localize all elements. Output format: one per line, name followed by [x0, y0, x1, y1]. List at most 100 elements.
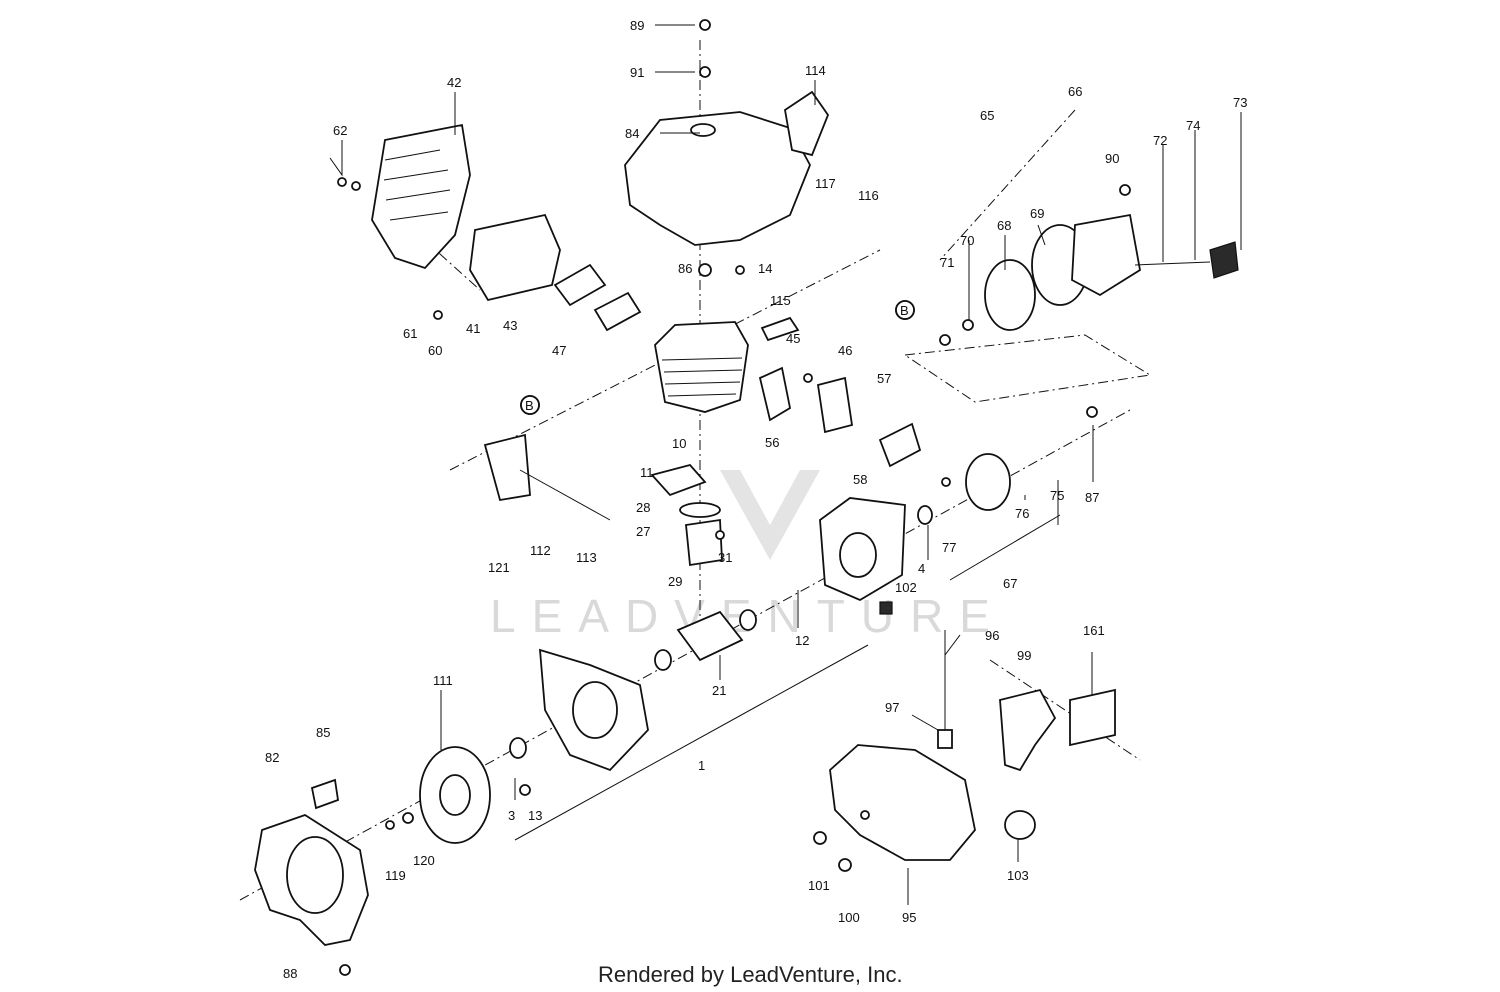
- muffler-part: [469, 213, 561, 302]
- part-56: [758, 366, 792, 422]
- part-label: 66: [1068, 84, 1082, 99]
- fuel-filter-part: [937, 729, 953, 749]
- part-label: 4: [918, 561, 925, 576]
- part-label: 112: [530, 543, 551, 558]
- part-label: 67: [1003, 576, 1017, 591]
- part-label: 86: [678, 261, 692, 276]
- footer-credit: Rendered by LeadVenture, Inc.: [598, 962, 903, 987]
- part-label: 62: [333, 123, 347, 138]
- part-label: 47: [552, 343, 566, 358]
- part-57: [878, 422, 922, 468]
- starter-housing-part: [1071, 213, 1141, 297]
- parts: [254, 90, 1239, 946]
- part-label: 120: [413, 853, 435, 868]
- spark-plug-part: [760, 316, 800, 342]
- base-gasket-part: [650, 463, 707, 497]
- part-label: 45: [786, 331, 800, 346]
- part-label: 75: [1050, 488, 1064, 503]
- part-label: 31: [718, 550, 732, 565]
- part-label: 121: [488, 560, 510, 575]
- part-label: 161: [1083, 623, 1105, 638]
- part-label: 11: [640, 465, 654, 480]
- part-label: 73: [1233, 95, 1247, 110]
- part-label: 58: [853, 472, 867, 487]
- part-label: 111: [433, 673, 453, 688]
- piston-part: [685, 518, 723, 567]
- handle-73-part: [1209, 241, 1239, 279]
- piston-ring-part: [679, 502, 721, 518]
- starter-pulley-part: [965, 453, 1011, 511]
- part-label: 12: [795, 633, 809, 648]
- part-label: 74: [1186, 118, 1200, 133]
- part-label: 88: [283, 966, 297, 981]
- part-label: 101: [808, 878, 830, 893]
- callout-b: B: [525, 398, 534, 413]
- part-102: [879, 601, 893, 615]
- muffler-cover-part: [371, 123, 471, 270]
- carburetor-part: [483, 433, 531, 502]
- part-label: 103: [1007, 868, 1029, 883]
- part-label: 70: [960, 233, 974, 248]
- callout-b: B: [900, 303, 909, 318]
- part-label: 46: [838, 343, 852, 358]
- part-label: 91: [630, 65, 644, 80]
- part-label: 28: [636, 500, 650, 515]
- part-label: 56: [765, 435, 779, 450]
- part-label: 116: [858, 188, 879, 203]
- part-46: [816, 376, 854, 434]
- part-label: 84: [625, 126, 639, 141]
- part-114: [784, 90, 830, 157]
- part-label: 85: [316, 725, 330, 740]
- gasket-43-part: [553, 263, 607, 307]
- part-85: [310, 778, 339, 810]
- part-label: 72: [1153, 133, 1167, 148]
- part-label: 82: [265, 750, 279, 765]
- part-label: 95: [902, 910, 916, 925]
- part-label: 61: [403, 326, 417, 341]
- part-label: 87: [1085, 490, 1099, 505]
- part-label: 99: [1017, 648, 1031, 663]
- fuel-tank-part: [829, 744, 976, 861]
- part-label: 71: [940, 255, 954, 270]
- watermark-logo: [720, 470, 820, 560]
- part-label: 14: [758, 261, 772, 276]
- part-label: 68: [997, 218, 1011, 233]
- decal-part: [1069, 688, 1116, 747]
- part-label: 117: [815, 176, 836, 191]
- part-label: 3: [508, 808, 515, 823]
- part-label: 97: [885, 700, 899, 715]
- bracket-part: [999, 688, 1057, 772]
- part-label: 100: [838, 910, 860, 925]
- part-label: 42: [447, 75, 461, 90]
- part-label: 119: [385, 868, 406, 883]
- part-label: 102: [895, 580, 917, 595]
- cylinder-part: [654, 321, 749, 413]
- part-label: 113: [576, 550, 597, 565]
- callouts: B B: [520, 300, 915, 415]
- bearing-part: [654, 649, 672, 671]
- callout-b-circle: [895, 300, 915, 320]
- gasket-47-part: [593, 291, 642, 332]
- part-labels: 89 91 114 84 117 116 86 14 115 42 62 61 …: [265, 18, 1247, 981]
- starter-pulley-68-part: [984, 259, 1036, 331]
- part-label: 89: [630, 18, 644, 33]
- part-label: 57: [877, 371, 891, 386]
- crankshaft-part: [676, 610, 744, 662]
- part-label: 65: [980, 108, 994, 123]
- part-label: 90: [1105, 151, 1119, 166]
- part-label: 21: [712, 683, 726, 698]
- part-label: 96: [985, 628, 999, 643]
- part-label: 1: [698, 758, 705, 773]
- part-label: 76: [1015, 506, 1029, 521]
- leader-lines: [329, 24, 1242, 905]
- part-label: 69: [1030, 206, 1044, 221]
- part-label: 43: [503, 318, 517, 333]
- part-label: 114: [805, 63, 826, 78]
- part-label: 77: [942, 540, 956, 555]
- part-label: 41: [466, 321, 480, 336]
- part-label: 10: [672, 436, 686, 451]
- part-label: 27: [636, 524, 650, 539]
- callout-b-circle: [520, 395, 540, 415]
- engine-shroud-part: [624, 111, 811, 246]
